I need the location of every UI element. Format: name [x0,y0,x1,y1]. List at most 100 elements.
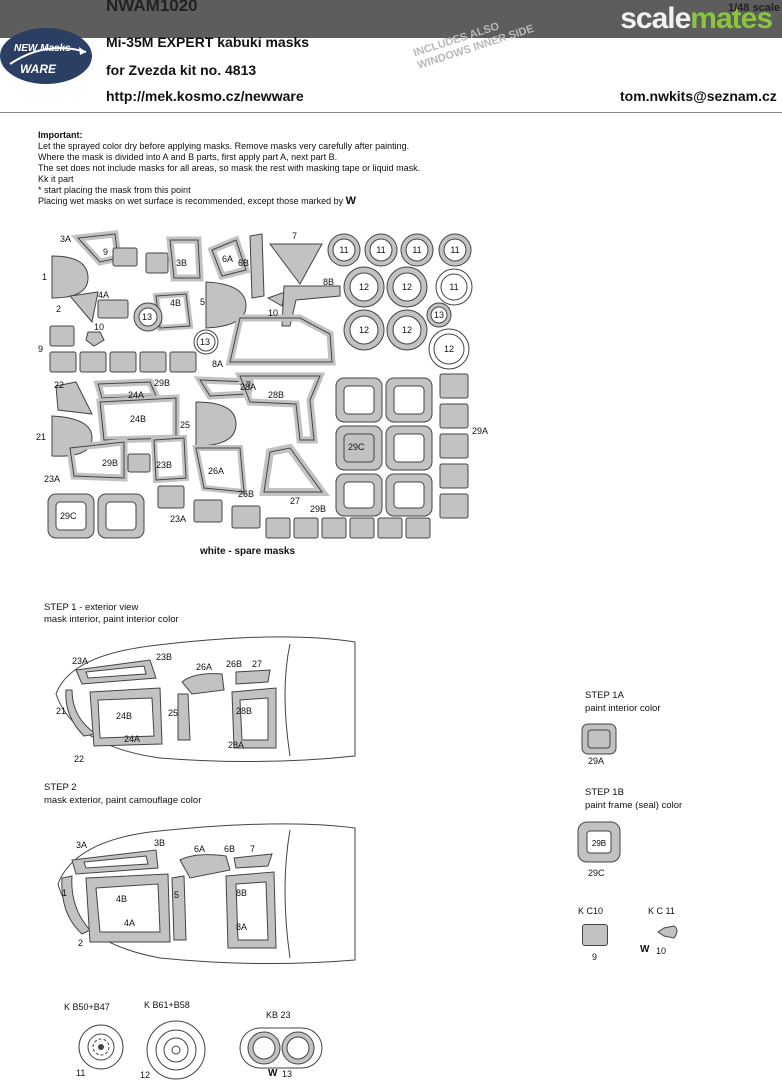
part-label: 1 [42,272,47,282]
kb61-wheel [146,1020,206,1080]
diagram-label: 22 [74,754,84,764]
diagram-label: 1 [62,888,67,898]
kb23-lights [239,1027,323,1069]
instruction-line: * start placing the mask from this point [38,185,191,195]
wet-mark-icon: W [268,1068,278,1079]
kc10-part: 9 [592,952,598,962]
kb50-part: 11 [76,1068,86,1078]
instructions-heading: Important: [38,130,83,140]
part-label: 25 [180,420,190,430]
step1a-sub: paint interior color [585,703,661,714]
kb23-label: KB 23 [266,1010,291,1020]
part-label: 13 [200,337,210,347]
step1a-title: STEP 1A [585,690,624,701]
step1-title: STEP 1 - exterior view [44,602,139,613]
product-code: NWAM1020 [106,0,198,15]
part-label: 29C [60,511,77,521]
kb50-label: K B50+B47 [64,1002,110,1012]
step1-sub: mask interior, paint interior color [44,614,179,625]
diagram-label: 4B [116,894,127,904]
part-label: 29A [472,426,488,436]
diagram-label: 3A [76,840,87,850]
step2-title: STEP 2 [44,782,77,793]
kc10-mask [582,924,608,946]
page-title: Mi-35M EXPERT kabuki masks [106,34,310,50]
kc11-part: 10 [656,946,667,956]
part-label: 29B [102,458,118,468]
instruction-line: Where the mask is divided into A and B p… [38,152,338,162]
spare-masks-label: white - spare masks [200,546,296,557]
round-label: 12 [359,325,369,335]
email-link[interactable]: tom.nwkits@seznam.cz [620,88,777,104]
round-label: 11 [376,245,385,255]
part-label: 7 [292,231,297,241]
round-label: 11 [449,282,458,292]
diagram-label: 25 [168,708,178,718]
watermark-part-b: mates [690,2,773,35]
logo-line1: NEW Masks [14,43,71,54]
mask-sheet: 11 11 11 11 12 12 11 13 12 12 12 3A 9 3B… [36,230,488,539]
round-label: 11 [339,245,348,255]
top-bar [0,0,782,38]
round-label: 12 [359,282,369,292]
part-label: 27 [290,496,300,506]
part-label: 24A [128,390,144,400]
diagram-label: 6A [194,844,205,854]
diagram-label: 28B [236,706,252,716]
diagram-label: 21 [56,706,66,716]
step2-canopy-diagram: 3A 3B 6A 6B 7 1 4B 5 8B 4A 8A 2 [57,823,356,965]
diagram-label: 4A [124,918,135,928]
round-label: 12 [402,282,412,292]
diagram-label: 28A [228,740,244,750]
kb61-part: 12 [140,1070,151,1080]
kc11-label: K C 11 [648,906,675,916]
mask-shape [269,243,323,285]
diagram-label: 2 [78,938,83,948]
part-label: 23A [170,514,186,524]
part-label: 9 [38,344,43,354]
step1b-sub: paint frame (seal) color [585,800,683,811]
mask-rect [145,252,169,274]
diagram-label: 23A [72,656,88,666]
step1-canopy-diagram: 23A 23B 26A 26B 27 21 24B 25 28B 24A 28A… [55,636,356,764]
step1b-part: 29C [588,868,605,878]
watermark-part-a: scale [620,2,691,35]
part-label: 26A [208,466,224,476]
round-label: 11 [450,245,459,255]
part-label: 10 [94,322,104,332]
diagram-label: 23B [156,652,172,662]
instruction-line: The set does not include masks for all a… [38,163,421,173]
diagram-label: 3B [154,838,165,848]
instructions: Important: Let the sprayed color dry bef… [38,130,420,207]
new-ware-logo: NEW Masks WARE [0,26,94,86]
part-label: 23A [44,474,60,484]
part-label: 24B [130,414,146,424]
part-label: 28B [268,390,284,400]
part-label: 13 [142,312,152,322]
part-label: 5 [200,297,205,307]
part-label: 10 [268,308,278,318]
logo-line2: WARE [20,62,57,76]
diagram-label: 6B [224,844,235,854]
part-label: 29C [348,442,365,452]
part-label: 28A [240,382,256,392]
instruction-line: Let the sprayed color dry before applyin… [38,141,410,151]
part-label: 4B [170,298,181,308]
scalemates-watermark: scalemates [620,2,773,36]
mask-shape [51,255,89,299]
part-label: 8B [323,277,334,287]
part-label: 9 [103,247,108,257]
part-label: 6A [222,254,233,264]
part-label: 3B [176,258,187,268]
kc10-label: K C10 [578,906,604,916]
round-label: 11 [412,245,421,255]
wet-mark-icon: W [640,944,650,955]
kc11-mask [657,925,678,939]
part-label: 6B [238,258,249,268]
url-link[interactable]: http://mek.kosmo.cz/newware [106,88,304,104]
kit-line: for Zvezda kit no. 4813 [106,62,257,78]
diagram-label: 5 [174,890,179,900]
step1b-inner-label: 29B [592,839,606,848]
round-label: 12 [444,344,454,354]
kb50-wheel [78,1024,124,1070]
